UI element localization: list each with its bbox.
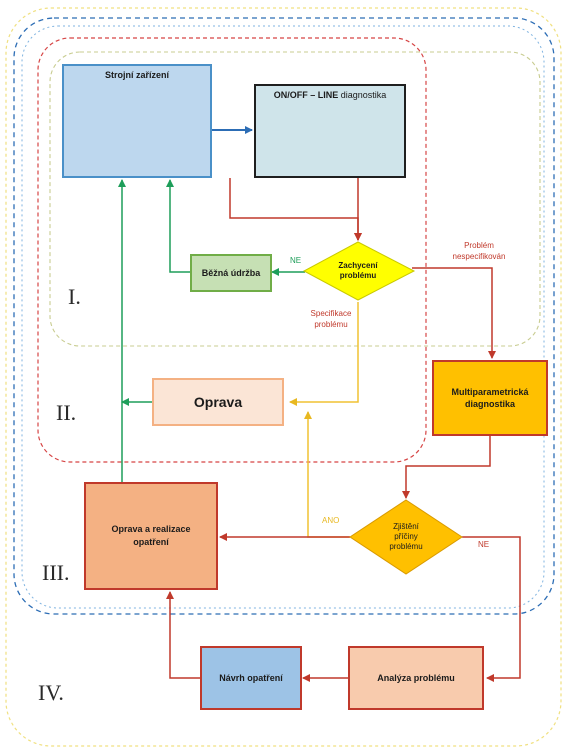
captured-label-line1: Zachycení	[338, 261, 378, 270]
cause-label-line2: příčiny	[394, 532, 418, 541]
edge-label-unspecified-line1: Problém	[464, 241, 494, 250]
cause-diamond	[349, 499, 463, 575]
arrow-multi-to-cause	[402, 436, 491, 499]
edge-label-unspecified: Problém nespecifikován	[430, 240, 528, 262]
proposal-label: Návrh opatření	[219, 673, 283, 683]
cause-label-line3: problému	[389, 542, 423, 551]
region-level-3-inner	[21, 25, 545, 609]
edge-label-ne-lower: NE	[478, 540, 490, 549]
online-diagnostics-node: ON/OFF – LINE diagnostika	[254, 84, 406, 178]
level-1-label: I.	[68, 284, 81, 309]
repair-label: Oprava	[193, 394, 243, 410]
analysis-label: Analýza problému	[377, 673, 455, 683]
maintenance-node: Běžná údržba	[190, 254, 272, 292]
region-level-1	[49, 51, 541, 347]
maintenance-label: Běžná údržba	[201, 268, 261, 278]
cause-label-line1: Zjištění	[393, 522, 419, 531]
arrow-proposal-to-repair-measures	[166, 591, 200, 679]
arrow-captured-to-multi	[412, 267, 496, 359]
arrow-cause-to-analysis	[462, 536, 521, 682]
region-level-4	[5, 7, 562, 747]
level-4-label: IV.	[38, 680, 64, 705]
multi-label-line2: diagnostika	[464, 399, 515, 409]
proposal-node: Návrh opatření	[200, 646, 302, 710]
machine-node: Strojní zařízení	[62, 64, 212, 178]
online-diagnostics-label: ON/OFF – LINE diagnostika	[274, 90, 387, 100]
arrow-machine-to-captured	[229, 178, 362, 241]
machine-label: Strojní zařízení	[104, 70, 169, 80]
multiparametric-node: Multiparametrická diagnostika	[432, 360, 548, 436]
edge-label-spec-line1: Specifikace	[310, 309, 352, 318]
analysis-node: Analýza problému	[348, 646, 484, 710]
edge-label-unspecified-line2: nespecifikován	[452, 252, 506, 261]
captured-problem-diamond	[302, 241, 416, 301]
repair-measures-line2: opatření	[133, 537, 169, 547]
captured-problem-node: Zachycení problému	[318, 255, 398, 287]
region-level-2	[37, 37, 427, 463]
captured-label-line2: problému	[339, 271, 377, 280]
edge-label-ne-upper: NE	[290, 256, 302, 265]
edge-label-specification: Specifikace problému	[296, 308, 366, 330]
edge-label-ano: ANO	[322, 516, 340, 525]
region-level-3	[13, 17, 555, 615]
multi-label-line1: Multiparametrická	[451, 387, 529, 397]
level-2-label: II.	[56, 400, 77, 425]
repair-measures-node: Oprava a realizace opatření	[84, 482, 218, 590]
cause-node: Zjištění příčiny problému	[370, 515, 442, 559]
repair-node: Oprava	[152, 378, 284, 426]
level-3-label: III.	[42, 560, 70, 585]
arrow-captured-to-repair	[289, 302, 359, 406]
arrow-maintenance-to-machine	[166, 179, 195, 273]
online-label-rest: diagnostika	[338, 90, 387, 100]
online-label-bold: ON/OFF – LINE	[273, 90, 339, 100]
repair-measures-line1: Oprava a realizace	[111, 524, 191, 534]
edge-label-spec-line2: problému	[314, 320, 348, 329]
